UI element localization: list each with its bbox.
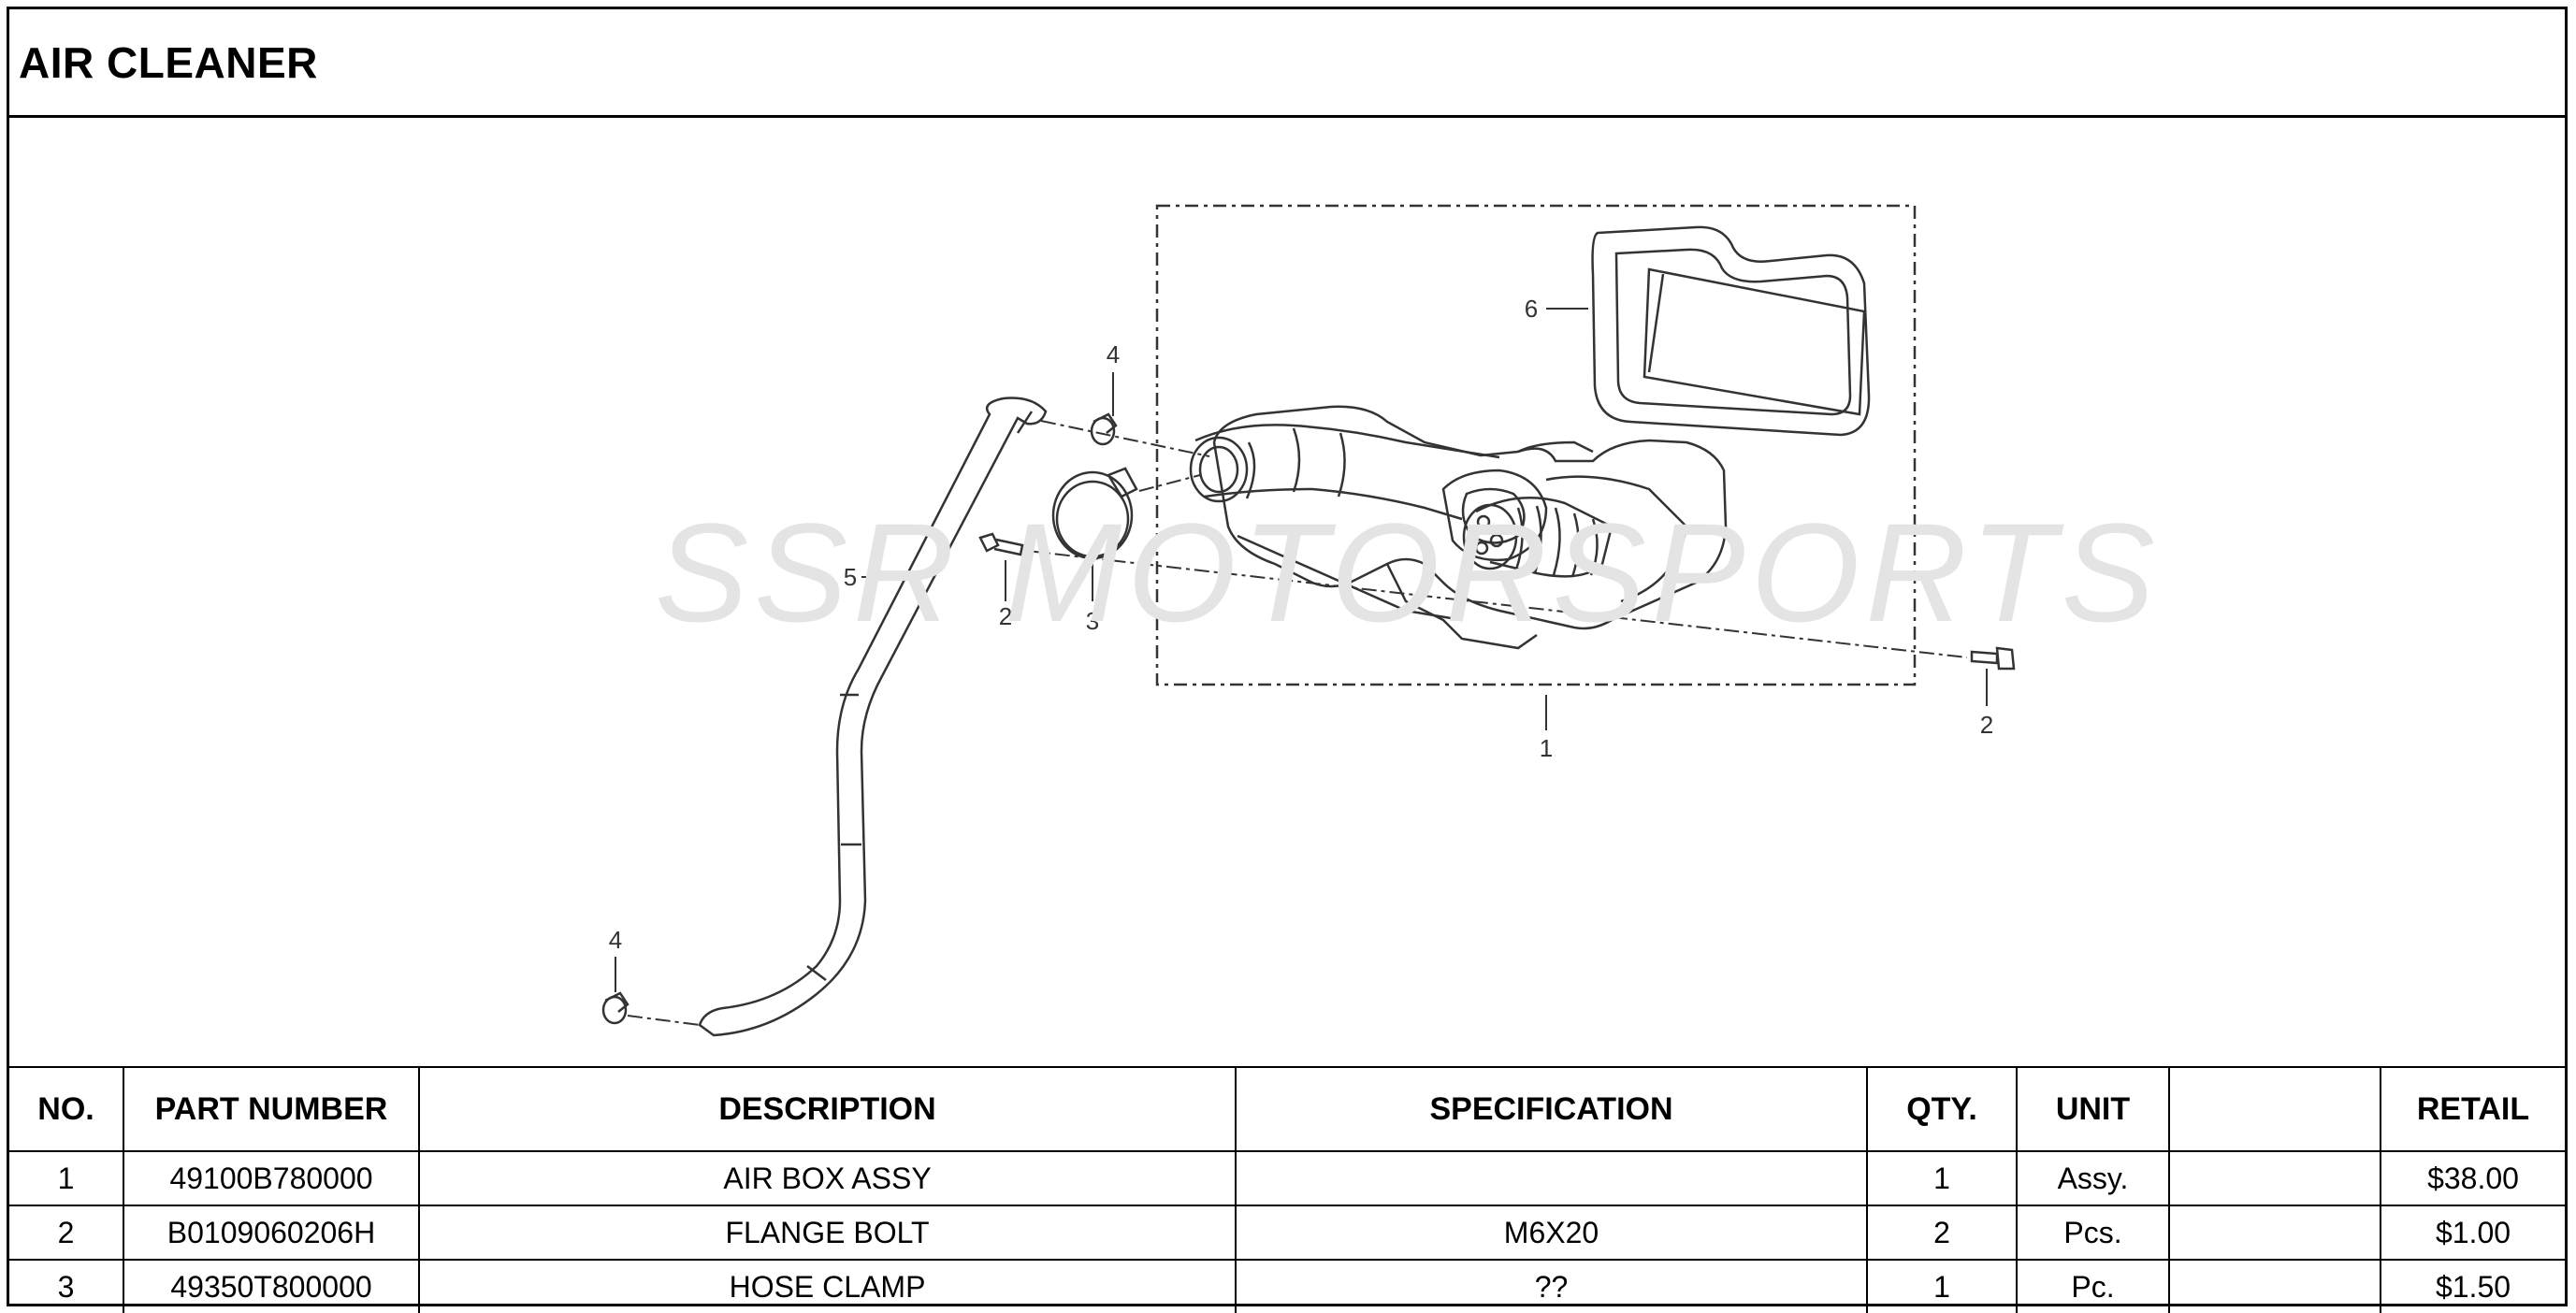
- hose-detail-lines: [806, 411, 1034, 981]
- cell-blank: [2168, 1150, 2381, 1206]
- cell-retail: $1.00: [2380, 1205, 2565, 1261]
- callout-5: 5: [844, 563, 857, 591]
- cell-unit: Pcs.: [2016, 1205, 2170, 1261]
- callout-leader-lines: [615, 308, 1988, 992]
- col-header-qty: QTY.: [1866, 1066, 2018, 1152]
- cell-specification: [1235, 1150, 1868, 1206]
- cell-description: AIR BOX ASSY: [418, 1150, 1237, 1206]
- callout-6: 6: [1525, 295, 1538, 323]
- table-row: 1 49100B780000 AIR BOX ASSY 1 Assy. $38.…: [9, 1150, 2565, 1206]
- table-row: 3 49350T800000 HOSE CLAMP ?? 1 Pc. $1.50: [9, 1259, 2565, 1313]
- page-title: AIR CLEANER: [19, 38, 318, 87]
- cell-blank: [2168, 1205, 2381, 1261]
- cell-no: 3: [9, 1259, 124, 1313]
- cell-retail: $1.50: [2380, 1259, 2565, 1313]
- flange-bolt-left: [978, 532, 1024, 556]
- intake-duct: [1189, 424, 1500, 521]
- cell-unit: Pc.: [2016, 1259, 2170, 1313]
- cell-part-number: B0109060206H: [123, 1205, 420, 1261]
- cell-description: HOSE CLAMP: [418, 1259, 1237, 1313]
- cell-part-number: 49350T800000: [123, 1259, 420, 1313]
- exploded-diagram-drawing: 4 4 1 2 2 3 5 6: [601, 204, 2016, 1037]
- title-bar: AIR CLEANER: [9, 9, 2565, 118]
- col-header-specification: SPECIFICATION: [1235, 1066, 1868, 1152]
- cell-qty: 1: [1866, 1150, 2018, 1206]
- parts-page-frame: AIR CLEANER: [7, 7, 2568, 1313]
- table-row: 2 B0109060206H FLANGE BOLT M6X20 2 Pcs. …: [9, 1205, 2565, 1261]
- cell-no: 1: [9, 1150, 124, 1206]
- small-clamp-lower: [601, 991, 630, 1025]
- intake-snorkel: [1462, 496, 1614, 578]
- small-clamp-upper: [1090, 412, 1118, 446]
- cell-part-number: 49100B780000: [123, 1150, 420, 1206]
- cell-qty: 1: [1866, 1259, 2018, 1313]
- col-header-blank: [2168, 1066, 2381, 1152]
- cell-specification: ??: [1235, 1259, 1868, 1313]
- alignment-lines: [627, 420, 1968, 1026]
- cell-description: FLANGE BOLT: [418, 1205, 1237, 1261]
- table-header-row: NO. PART NUMBER DESCRIPTION SPECIFICATIO…: [9, 1066, 2565, 1152]
- air-box-part: [1212, 405, 1728, 650]
- exploded-diagram: 4 4 1 2 2 3 5 6 SSR MOTORSPORTS: [9, 118, 2565, 1066]
- col-header-retail: RETAIL: [2380, 1066, 2565, 1152]
- parts-table: NO. PART NUMBER DESCRIPTION SPECIFICATIO…: [9, 1066, 2565, 1313]
- col-header-no: NO.: [9, 1066, 124, 1152]
- callout-2-right: 2: [1980, 711, 1993, 739]
- breather-hose-part: [698, 397, 1048, 1037]
- cell-qty: 2: [1866, 1205, 2018, 1261]
- callout-4-upper: 4: [1107, 340, 1120, 368]
- col-header-description: DESCRIPTION: [418, 1066, 1237, 1152]
- cell-unit: Assy.: [2016, 1150, 2170, 1206]
- cell-no: 2: [9, 1205, 124, 1261]
- callout-3: 3: [1086, 607, 1099, 635]
- filter-cover-part: [1591, 225, 1871, 437]
- callout-4-lower: 4: [609, 926, 622, 954]
- callout-2-left: 2: [999, 602, 1012, 630]
- col-header-part-number: PART NUMBER: [123, 1066, 420, 1152]
- cell-blank: [2168, 1259, 2381, 1313]
- large-hose-clamp-part: [1051, 467, 1138, 560]
- col-header-unit: UNIT: [2016, 1066, 2170, 1152]
- cell-specification: M6X20: [1235, 1205, 1868, 1261]
- flange-bolt-right: [1970, 646, 2016, 671]
- cell-retail: $38.00: [2380, 1150, 2565, 1206]
- callout-1: 1: [1540, 734, 1553, 762]
